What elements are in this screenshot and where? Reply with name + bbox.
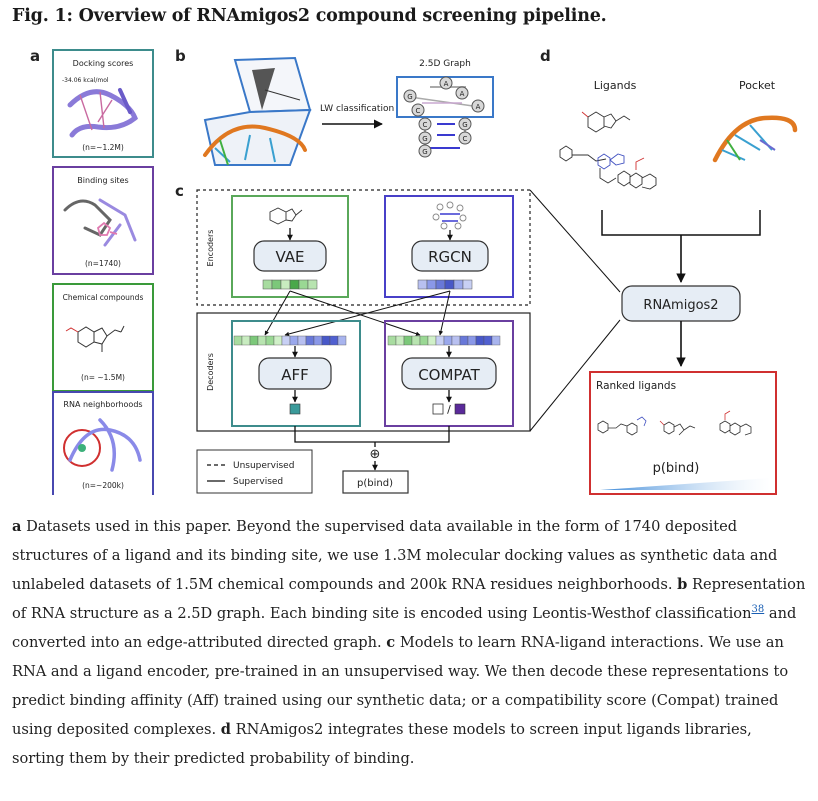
panel-label-b: b	[175, 47, 186, 65]
binding-site-illustration	[63, 198, 137, 247]
svg-text:C: C	[463, 135, 468, 143]
graph-title: 2.5D Graph	[419, 59, 471, 69]
reference-link[interactable]: 38	[751, 604, 765, 616]
line-style-legend: Unsupervised Supervised	[196, 449, 313, 494]
caption-text-d: RNAmigos2 integrates these models to scr…	[12, 721, 752, 767]
dataset-docking-scores: Docking scores -34.06 kcal/mol (n=~1.2M)	[52, 49, 154, 158]
figure-caption: a Datasets used in this paper. Beyond th…	[12, 512, 808, 773]
svg-text:G: G	[462, 121, 467, 129]
rgcn-label: RGCN	[428, 248, 472, 266]
panel-label-d: d	[540, 47, 551, 65]
plus-circle-icon: ⊕	[370, 447, 381, 462]
compat-output-separator: /	[447, 403, 451, 416]
svg-text:Binding sites: Binding sites	[77, 176, 128, 185]
merge-lines	[294, 426, 450, 443]
caption-text-c: Models to learn RNA-ligand interactions.…	[12, 634, 789, 738]
pbind-output-box	[342, 470, 409, 494]
svg-text:RNAmigos2: RNAmigos2	[643, 298, 718, 313]
caption-text-b2: and converted into an edge-attributed di…	[12, 605, 797, 651]
pocket-illustration	[712, 115, 798, 163]
svg-text:(n=~1.2M): (n=~1.2M)	[82, 143, 124, 152]
svg-text:Chemical compounds: Chemical compounds	[63, 293, 144, 302]
caption-label-b: b	[677, 576, 688, 593]
lw-classification-label: LW classification	[320, 104, 394, 114]
pbind-gradient-wedge	[600, 478, 770, 490]
ligands-illustration	[559, 111, 657, 190]
aff-module: AFF	[231, 320, 361, 427]
svg-text:G: G	[407, 93, 412, 101]
svg-text:G: G	[422, 135, 427, 143]
rgcn-module: RGCN	[384, 195, 514, 298]
ranked-ligands-box: Ranked ligands p(bind)	[589, 371, 777, 495]
svg-text:A: A	[460, 90, 465, 98]
decoders-box	[196, 312, 531, 432]
aff-label: AFF	[281, 366, 309, 384]
caption-label-d: d	[220, 721, 231, 738]
svg-text:C: C	[423, 121, 428, 129]
encoders-label: Encoders	[206, 230, 215, 267]
compat-label: COMPAT	[418, 366, 480, 384]
rna-neighborhood-illustration	[63, 418, 142, 472]
compat-output-purple	[454, 403, 466, 415]
pocket-label: Pocket	[739, 79, 776, 92]
svg-text:(n=1740): (n=1740)	[85, 259, 121, 268]
svg-text:G: G	[422, 148, 427, 156]
svg-text:(n= ~1.5M): (n= ~1.5M)	[81, 373, 125, 382]
figure-panel: a b c d Docking scores -34.06 kcal/mol (…	[0, 40, 818, 497]
figure-svg: a b c d Docking scores -34.06 kcal/mol (…	[30, 47, 798, 497]
svg-text:p(bind): p(bind)	[653, 461, 700, 476]
svg-text:C: C	[416, 107, 421, 115]
encoders-box	[196, 189, 531, 306]
pbind-output-label: p(bind)	[357, 478, 393, 489]
caption-label-c: c	[386, 634, 396, 651]
figure-title: Fig. 1: Overview of RNAmigos2 compound s…	[12, 6, 607, 26]
compat-module: COMPAT /	[384, 320, 514, 427]
legend-unsupervised: Unsupervised	[233, 461, 294, 471]
svg-text:-34.06 kcal/mol: -34.06 kcal/mol	[62, 77, 109, 84]
svg-text:(n=~200k): (n=~200k)	[82, 481, 124, 490]
graph-2-5d-illustration: A A G A C C G G C G	[396, 76, 494, 158]
svg-text:A: A	[476, 103, 481, 111]
svg-text:Ranked ligands: Ranked ligands	[596, 380, 676, 392]
aff-output-square	[289, 403, 301, 415]
dataset-binding-sites: Binding sites (n=1740)	[52, 166, 154, 275]
vae-module: VAE	[231, 195, 349, 298]
svg-text:Docking scores: Docking scores	[73, 59, 134, 68]
svg-text:RNA neighborhoods: RNA neighborhoods	[63, 400, 142, 409]
ligands-label: Ligands	[594, 79, 637, 92]
decoders-label: Decoders	[206, 353, 215, 391]
compat-output-white	[432, 403, 444, 415]
rnamigos2-model-box: RNAmigos2	[621, 285, 741, 322]
dataset-chemical-compounds: Chemical compounds (n= ~1.5M)	[52, 283, 154, 392]
caption-text-b: Representation of RNA structure as a 2.5…	[12, 576, 806, 622]
compound-structure-illustration	[65, 325, 125, 352]
caption-label-a: a	[12, 518, 22, 535]
caption-text-a: Datasets used in this paper. Beyond the …	[12, 518, 778, 593]
docking-rna-illustration	[67, 88, 138, 138]
svg-text:A: A	[444, 80, 449, 88]
legend-supervised: Supervised	[233, 477, 283, 487]
panel-label-c: c	[175, 182, 184, 200]
panel-label-a: a	[30, 47, 40, 65]
dataset-rna-neighborhoods: RNA neighborhoods (n=~200k)	[52, 391, 154, 497]
rna-3d-structure-illustration	[203, 56, 312, 166]
vae-label: VAE	[275, 248, 304, 266]
